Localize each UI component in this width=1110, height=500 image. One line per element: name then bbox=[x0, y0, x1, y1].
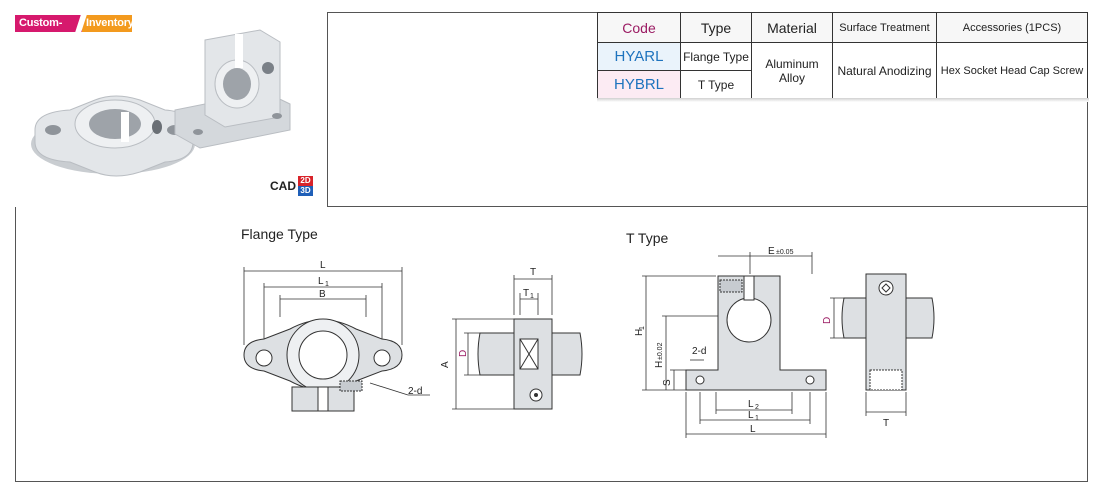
ttype-dim-E: E bbox=[768, 246, 775, 257]
inventory-badge: Inventory bbox=[82, 15, 134, 32]
spec-table: Code Type Material Surface Treatment Acc… bbox=[597, 12, 1088, 99]
header-accessories: Accessories (1PCS) bbox=[936, 12, 1088, 43]
ttype-dim-E-tol: ±0.05 bbox=[776, 249, 794, 256]
outer-frame bbox=[15, 12, 1088, 482]
flange-dim-T1: T bbox=[523, 288, 529, 299]
table-row: HYBRL T Type bbox=[597, 70, 1088, 99]
ttype-dim-H-tol: ±0.02 bbox=[657, 342, 664, 360]
code-cell[interactable]: HYARL bbox=[597, 42, 681, 71]
code-cell[interactable]: HYBRL bbox=[597, 70, 681, 99]
header-code: Code bbox=[597, 12, 681, 43]
ttype-dim-L2-sub: 2 bbox=[755, 404, 759, 411]
header-material: Material bbox=[751, 12, 833, 43]
product-photo bbox=[31, 29, 291, 177]
flange-dim-L: L bbox=[320, 260, 326, 271]
type-cell: Flange Type bbox=[680, 42, 752, 71]
ttype-dim-T: T bbox=[883, 418, 889, 429]
header-type: Type bbox=[680, 12, 752, 43]
ttype-dim-D: D bbox=[822, 317, 833, 324]
ttype-dim-H: H bbox=[654, 361, 665, 368]
t-type-part-image bbox=[174, 29, 291, 149]
cad-2d-icon: 2D bbox=[298, 176, 313, 186]
ttype-dim-L2: L bbox=[748, 399, 754, 410]
spec-header-row: Code Type Material Surface Treatment Acc… bbox=[597, 12, 1088, 43]
t-type-drawing: E ±0.05 H 1 H ±0.02 2-d S L 2 L 1 L D T bbox=[634, 246, 935, 438]
flange-hole-label: 2-d bbox=[408, 386, 422, 397]
flange-type-drawing: 2-d L L 1 B T T 1 A D bbox=[243, 260, 583, 412]
cad-badge[interactable]: CAD 2D 3D bbox=[270, 176, 313, 196]
flange-dim-L1-sub: 1 bbox=[325, 281, 329, 288]
ttype-dim-S: S bbox=[662, 379, 673, 386]
ttype-hole-label: 2-d bbox=[692, 346, 706, 357]
table-shadow bbox=[597, 98, 1089, 102]
flange-type-title: Flange Type bbox=[241, 226, 318, 242]
accessories-cell: Hex Socket Head Cap Screw bbox=[936, 42, 1088, 99]
flange-dim-L1: L bbox=[318, 276, 324, 287]
material-cell: Aluminum Alloy bbox=[751, 42, 833, 99]
flange-dim-T: T bbox=[530, 267, 536, 278]
table-row: HYARL Flange Type Aluminum Alloy Natural… bbox=[597, 42, 1088, 99]
flange-part-image bbox=[31, 95, 195, 177]
section-divider bbox=[15, 206, 1088, 207]
product-photo-panel bbox=[15, 12, 328, 207]
header-surface: Surface Treatment bbox=[832, 12, 937, 43]
surface-cell: Natural Anodizing bbox=[832, 42, 937, 99]
ttype-dim-L: L bbox=[750, 424, 756, 435]
ttype-dim-L1: L bbox=[748, 410, 754, 421]
custom-made-badge: Custom-made bbox=[15, 15, 85, 46]
flange-dim-D: D bbox=[458, 350, 469, 357]
flange-dim-B: B bbox=[319, 289, 326, 300]
flange-dim-A: A bbox=[440, 361, 451, 368]
cad-label: CAD bbox=[270, 179, 296, 193]
cad-3d-icon: 3D bbox=[298, 186, 313, 196]
type-cell: T Type bbox=[680, 70, 752, 99]
t-type-title: T Type bbox=[626, 230, 669, 246]
ttype-dim-H1-sub: 1 bbox=[639, 326, 646, 330]
flange-dim-T1-sub: 1 bbox=[530, 293, 534, 300]
ttype-dim-H1: H bbox=[634, 329, 645, 336]
ttype-dim-L1-sub: 1 bbox=[755, 415, 759, 422]
